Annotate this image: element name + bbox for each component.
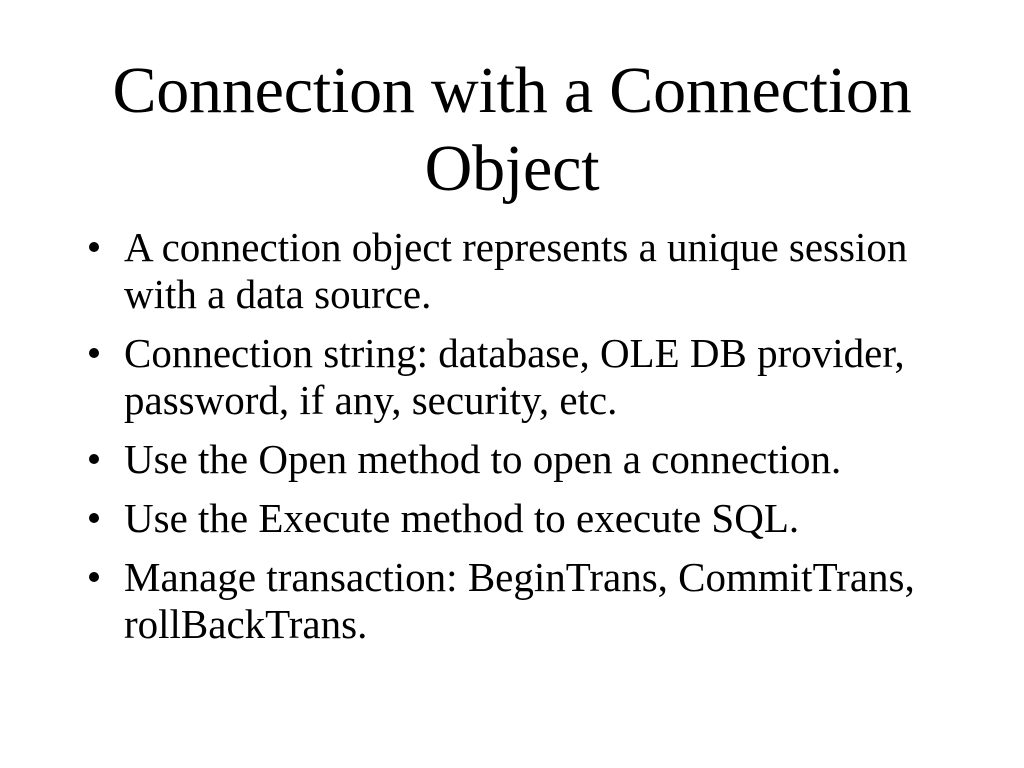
list-item: Use the Execute method to execute SQL. [86, 495, 938, 542]
list-item: Connection string: database, OLE DB prov… [86, 330, 938, 424]
bullet-dot-icon [89, 348, 99, 358]
bullet-dot-icon [89, 242, 99, 252]
list-item: A connection object represents a unique … [86, 224, 938, 318]
page-title: Connection with a Connection Object [112, 54, 912, 205]
list-item-text: Use the Execute method to execute SQL. [124, 495, 800, 541]
bullet-dot-icon [89, 572, 99, 582]
bullet-dot-icon [89, 454, 99, 464]
list-item-text: Connection string: database, OLE DB prov… [124, 330, 905, 423]
list-item: Manage transaction: BeginTrans, CommitTr… [86, 554, 938, 648]
bullet-dot-icon [89, 513, 99, 523]
list-item-text: A connection object represents a unique … [124, 224, 908, 317]
list-item: Use the Open method to open a connection… [86, 436, 938, 483]
list-item-text: Use the Open method to open a connection… [124, 436, 842, 482]
bullet-list: A connection object represents a unique … [86, 224, 938, 648]
list-item-text: Manage transaction: BeginTrans, CommitTr… [124, 554, 915, 647]
